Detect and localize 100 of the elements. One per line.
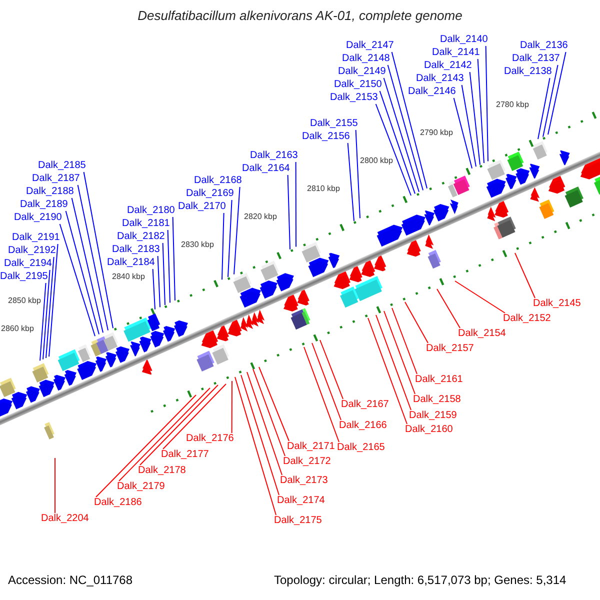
tick-label: 2840 kbp xyxy=(112,272,145,282)
leader-line xyxy=(234,376,276,516)
tick-label: 2820 kbp xyxy=(244,212,277,222)
gene-label: Dalk_2141 xyxy=(432,47,480,59)
gene-label: Dalk_2157 xyxy=(426,343,474,355)
leader-line xyxy=(312,342,342,420)
leader-line xyxy=(287,174,290,250)
gene-label: Dalk_2155 xyxy=(310,118,358,130)
gene-label: Dalk_2186 xyxy=(94,497,142,509)
gene-label: Dalk_2137 xyxy=(512,53,560,65)
leader-line xyxy=(162,242,166,306)
leader-line xyxy=(384,310,416,394)
gene-label: Dalk_2145 xyxy=(533,298,581,310)
tick-label: 2860 kbp xyxy=(1,324,34,334)
gene-label: Dalk_2188 xyxy=(26,186,74,198)
gene-label: Dalk_2159 xyxy=(409,410,457,422)
gene-label: Dalk_2174 xyxy=(277,495,325,507)
genome-summary: Topology: circular; Length: 6,517,073 bp; Genes: 5,314 xyxy=(274,574,566,586)
leader-line xyxy=(542,64,558,138)
gene-label: Dalk_2176 xyxy=(186,433,234,445)
gene-label: Dalk_2154 xyxy=(458,328,506,340)
gene-label: Dalk_2172 xyxy=(283,456,331,468)
leader-line xyxy=(258,366,290,442)
leader-line xyxy=(222,212,224,280)
gene-label: Dalk_2167 xyxy=(341,399,389,411)
leader-line xyxy=(355,130,360,219)
leader-line xyxy=(469,72,480,166)
leader-line xyxy=(96,394,196,498)
leader-line xyxy=(48,244,58,358)
gene-label: Dalk_2148 xyxy=(342,53,390,65)
gene-label: Dalk_2138 xyxy=(504,66,552,78)
gene-label: Dalk_2161 xyxy=(415,374,463,386)
gene-label: Dalk_2165 xyxy=(337,442,385,454)
gene-label: Dalk_2160 xyxy=(405,424,453,436)
leader-line xyxy=(234,186,240,275)
tick-label: 2810 kbp xyxy=(307,184,340,194)
leader-line xyxy=(391,52,428,189)
gene-label: Dalk_2182 xyxy=(117,231,165,243)
leader-line xyxy=(477,58,484,164)
leader-line xyxy=(71,198,104,334)
leader-line xyxy=(77,184,108,331)
gene-label: Dalk_2168 xyxy=(194,175,242,187)
gene-label: Dalk_2153 xyxy=(330,92,378,104)
leader-line xyxy=(387,64,424,191)
leader-line xyxy=(40,282,46,362)
gene-label: Dalk_2147 xyxy=(346,40,394,52)
leader-line xyxy=(167,230,170,304)
leader-line xyxy=(514,252,536,298)
gene-label: Dalk_2194 xyxy=(4,258,52,270)
title: Desulfatibacillum alkenivorans AK-01, complete genome xyxy=(136,10,464,22)
gene-label: Dalk_2158 xyxy=(413,394,461,406)
tick-label: 2830 kbp xyxy=(181,240,214,250)
gene-label: Dalk_2164 xyxy=(242,163,290,175)
gene-label: Dalk_2190 xyxy=(14,212,62,224)
gene-label: Dalk_2136 xyxy=(520,40,568,52)
tick-label: 2800 kbp xyxy=(360,156,393,166)
gene-label: Dalk_2175 xyxy=(274,515,322,527)
leader-line xyxy=(320,340,344,400)
gene-label: Dalk_2187 xyxy=(32,173,80,185)
gene-label: Dalk_2143 xyxy=(416,73,464,85)
leader-line xyxy=(118,388,210,482)
leader-line xyxy=(304,346,340,442)
gene-label: Dalk_2150 xyxy=(334,79,382,91)
leader-line xyxy=(548,52,566,135)
gene-label: Dalk_2204 xyxy=(41,513,89,525)
gene-label: Dalk_2191 xyxy=(12,232,60,244)
gene-label: Dalk_2140 xyxy=(440,34,488,46)
gene-label: Dalk_2171 xyxy=(287,441,335,453)
gene-label: Dalk_2142 xyxy=(424,60,472,72)
leader-line xyxy=(454,280,506,314)
gene-label: Dalk_2166 xyxy=(339,420,387,432)
gene-label: Dalk_2180 xyxy=(127,205,175,217)
gene-label: Dalk_2163 xyxy=(250,150,298,162)
leader-line xyxy=(392,308,418,374)
leader-line xyxy=(65,210,100,335)
leader-line xyxy=(485,46,488,162)
tick-label: 2780 kbp xyxy=(496,100,529,110)
leader-line xyxy=(383,78,420,192)
leader-line xyxy=(404,302,428,344)
leader-line xyxy=(368,318,408,424)
gene-label: Dalk_2185 xyxy=(38,160,86,172)
leader-line xyxy=(42,270,50,360)
leader-line xyxy=(240,374,280,496)
leader-line xyxy=(252,368,286,456)
gene-label: Dalk_2149 xyxy=(338,66,386,78)
gene-label: Dalk_2152 xyxy=(503,313,551,325)
leader-line xyxy=(46,256,54,358)
leader-line xyxy=(231,380,232,434)
leader-line xyxy=(246,372,282,476)
leader-line xyxy=(54,458,56,514)
leader-line xyxy=(347,142,354,222)
leader-line xyxy=(436,288,460,328)
gene-label: Dalk_2173 xyxy=(280,475,328,487)
tick-label: 2790 kbp xyxy=(420,128,453,138)
leader-line xyxy=(83,172,114,329)
gene-label: Dalk_2183 xyxy=(112,244,160,256)
gene-label: Dalk_2179 xyxy=(117,481,165,493)
gene-label: Dalk_2170 xyxy=(178,201,226,213)
leader-line xyxy=(162,384,226,450)
leader-line xyxy=(453,98,472,169)
